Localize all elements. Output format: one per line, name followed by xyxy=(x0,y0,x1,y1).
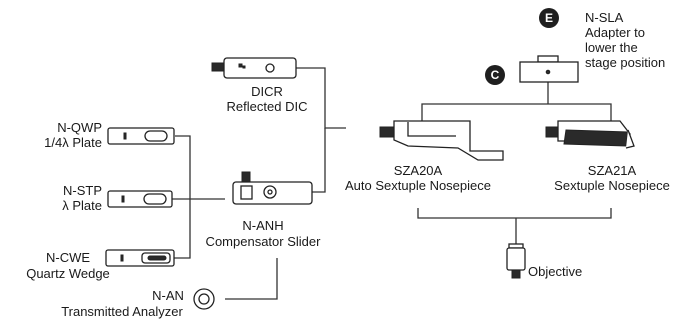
sza20a-name: SZA20A xyxy=(393,163,443,178)
dicr-connector xyxy=(296,67,346,129)
n-an-analyzer-icon xyxy=(193,288,215,310)
n-anh-slider-icon xyxy=(232,171,313,205)
n-sla-name: N-SLA xyxy=(585,10,624,25)
badge-c: C xyxy=(485,65,505,85)
n-cwe-name: N-CWE xyxy=(45,250,91,265)
n-qwp-slider-icon xyxy=(107,127,175,145)
connector-lines xyxy=(172,67,612,300)
n-sla-adapter-icon xyxy=(519,55,579,83)
sza21a-name: SZA21A xyxy=(587,163,637,178)
n-qwp-desc: 1/4λ Plate xyxy=(44,135,102,150)
nosepiece-top-bracket xyxy=(421,103,612,123)
dicr-desc: Reflected DIC xyxy=(226,99,308,114)
n-an-desc: Transmitted Analyzer xyxy=(61,304,183,319)
plates-bracket xyxy=(174,135,191,259)
sza21a-nosepiece-icon xyxy=(545,120,635,149)
n-cwe-slider-icon xyxy=(105,249,175,267)
n-stp-name: N-STP xyxy=(63,183,102,198)
n-stp-desc: λ Plate xyxy=(62,198,102,213)
dicr-slider-icon xyxy=(211,57,297,79)
n-an-name: N-AN xyxy=(152,288,184,303)
objective-icon xyxy=(506,243,526,279)
n-anh-name: N-ANH xyxy=(242,218,284,233)
nosepiece-bottom-bracket xyxy=(417,208,612,219)
n-sla-desc-1: Adapter to xyxy=(585,25,645,40)
n-qwp-name: N-QWP xyxy=(57,120,102,135)
objective-name: Objective xyxy=(528,264,583,279)
badge-e: E xyxy=(539,8,559,28)
an-connector xyxy=(225,258,278,300)
n-sla-desc-3: stage position xyxy=(585,55,666,70)
anh-connector xyxy=(312,128,326,193)
dicr-name: DICR xyxy=(251,84,283,99)
sza20a-desc: Auto Sextuple Nosepiece xyxy=(345,178,491,193)
n-sla-desc-2: lower the xyxy=(585,40,638,55)
n-stp-slider-icon xyxy=(107,190,173,208)
n-cwe-desc: Quartz Wedge xyxy=(26,266,110,281)
sza21a-desc: Sextuple Nosepiece xyxy=(554,178,670,193)
sza20a-nosepiece-icon xyxy=(379,120,504,161)
n-anh-desc: Compensator Slider xyxy=(205,234,321,249)
